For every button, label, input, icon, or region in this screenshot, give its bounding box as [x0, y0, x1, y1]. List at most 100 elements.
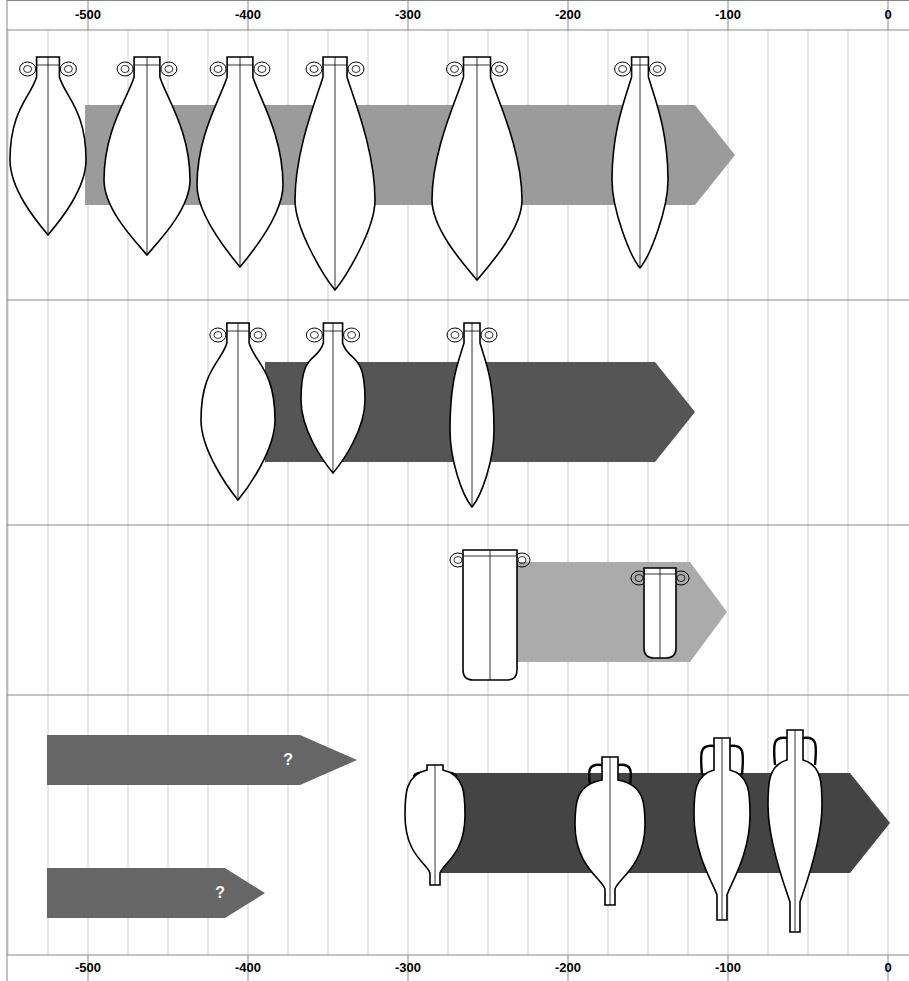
amphora-outline: [201, 323, 275, 500]
amphora-axis: [335, 57, 336, 290]
amphora-handle: [352, 66, 360, 73]
period-arrow: [515, 562, 727, 662]
amphora-axis: [238, 323, 239, 500]
amphora-axis: [722, 738, 723, 920]
amphora-axis: [660, 568, 661, 658]
amphora-handle: [214, 332, 222, 339]
amphora-handle: [348, 62, 364, 76]
axis-year-label: -400: [235, 7, 261, 22]
axis-year-label: -200: [555, 960, 581, 975]
amphora-handle: [615, 62, 631, 76]
amphora-outline: [644, 568, 676, 658]
period-arrow: ?: [47, 868, 265, 918]
amphora-handle: [348, 332, 356, 339]
axis-year-label: -100: [715, 960, 741, 975]
amphora-outline: [197, 57, 283, 267]
period-arrow: [440, 773, 890, 873]
amphora-axis: [795, 730, 796, 932]
axis-year-label: -500: [75, 7, 101, 22]
amphora-handle: [310, 66, 318, 73]
axis-year-label: -100: [715, 7, 741, 22]
amphora-outline: [463, 550, 517, 680]
amphora-handle: [254, 62, 270, 76]
axis-year-label: 0: [884, 960, 891, 975]
amphora-handle: [653, 66, 661, 73]
arrow-fill: [47, 868, 265, 918]
amphora-handle: [344, 328, 360, 342]
amphora-handle: [161, 62, 177, 76]
amphora-handle: [254, 332, 262, 339]
axis-year-label: -200: [555, 7, 581, 22]
amphora-outline: [575, 757, 645, 905]
row-divider: [7, 0, 909, 1]
period-arrow: ?: [47, 735, 357, 785]
amphora-handle: [481, 328, 497, 342]
amphora-handle: [447, 62, 463, 76]
amphora-handle: [210, 62, 226, 76]
amphora-handle: [677, 575, 685, 582]
amphora-axis: [48, 57, 49, 235]
amphora-handle: [451, 332, 459, 339]
amphora-handle: [121, 66, 129, 73]
amphora-outline: [694, 738, 750, 920]
amphora-axis: [147, 57, 148, 255]
amphora-handle: [451, 66, 459, 73]
amphora-handle: [619, 66, 627, 73]
amphora-axis: [490, 550, 491, 680]
amphora-handle: [20, 62, 36, 76]
amphora-outline: [104, 57, 190, 255]
axis-year-label: 0: [884, 7, 891, 22]
amphora-handle: [649, 62, 665, 76]
amphora-handle: [64, 66, 72, 73]
amphora-handle: [306, 62, 322, 76]
amphora-handle: [258, 66, 266, 73]
grid-line: [48, 30, 49, 955]
amphora-handle: [24, 66, 32, 73]
amphora-axis: [435, 765, 436, 885]
amphora-handle: [250, 328, 266, 342]
amphora-outline: [432, 57, 522, 280]
amphora-handle: [117, 62, 133, 76]
arrow-shape: [47, 868, 265, 918]
amphora-handle: [310, 332, 318, 339]
row-divider: [7, 695, 909, 696]
frame-line: [7, 0, 8, 981]
axis-year-label: -400: [235, 960, 261, 975]
amphora-axis: [472, 323, 473, 507]
amphora-axis: [477, 57, 478, 280]
amphora-axis: [333, 323, 334, 473]
row-divider: [7, 300, 909, 301]
amphora-outline: [450, 323, 494, 507]
grid-line: [8, 30, 9, 955]
axis-year-label: -300: [395, 960, 421, 975]
axis-year-label: -500: [75, 960, 101, 975]
amphora-handle: [306, 328, 322, 342]
amphora-handle: [454, 557, 462, 564]
amphora-handle: [635, 575, 643, 582]
amphora-outline: [405, 765, 465, 885]
uncertainty-mark: ?: [215, 884, 225, 902]
amphora-outline: [301, 323, 365, 473]
row-divider: [7, 525, 909, 526]
amphora-handle: [492, 62, 508, 76]
grid-line: [888, 30, 889, 955]
amphora-handle: [60, 62, 76, 76]
amphora-handle: [447, 328, 463, 342]
axis-year-label: -300: [395, 7, 421, 22]
amphora-handle: [485, 332, 493, 339]
amphora-outline: [295, 57, 375, 290]
uncertainty-mark: ?: [283, 751, 293, 769]
amphora-handle: [518, 557, 526, 564]
amphora-outline: [768, 730, 822, 932]
arrow-shape: [47, 735, 357, 785]
arrow-fill: [47, 735, 357, 785]
amphora-handle: [214, 66, 222, 73]
amphora-axis: [240, 57, 241, 267]
amphora-handle: [210, 328, 226, 342]
amphora-handle: [496, 66, 504, 73]
row-divider: [7, 30, 909, 31]
amphora-axis: [610, 757, 611, 905]
amphora-axis: [640, 57, 641, 268]
amphora-handle: [165, 66, 173, 73]
